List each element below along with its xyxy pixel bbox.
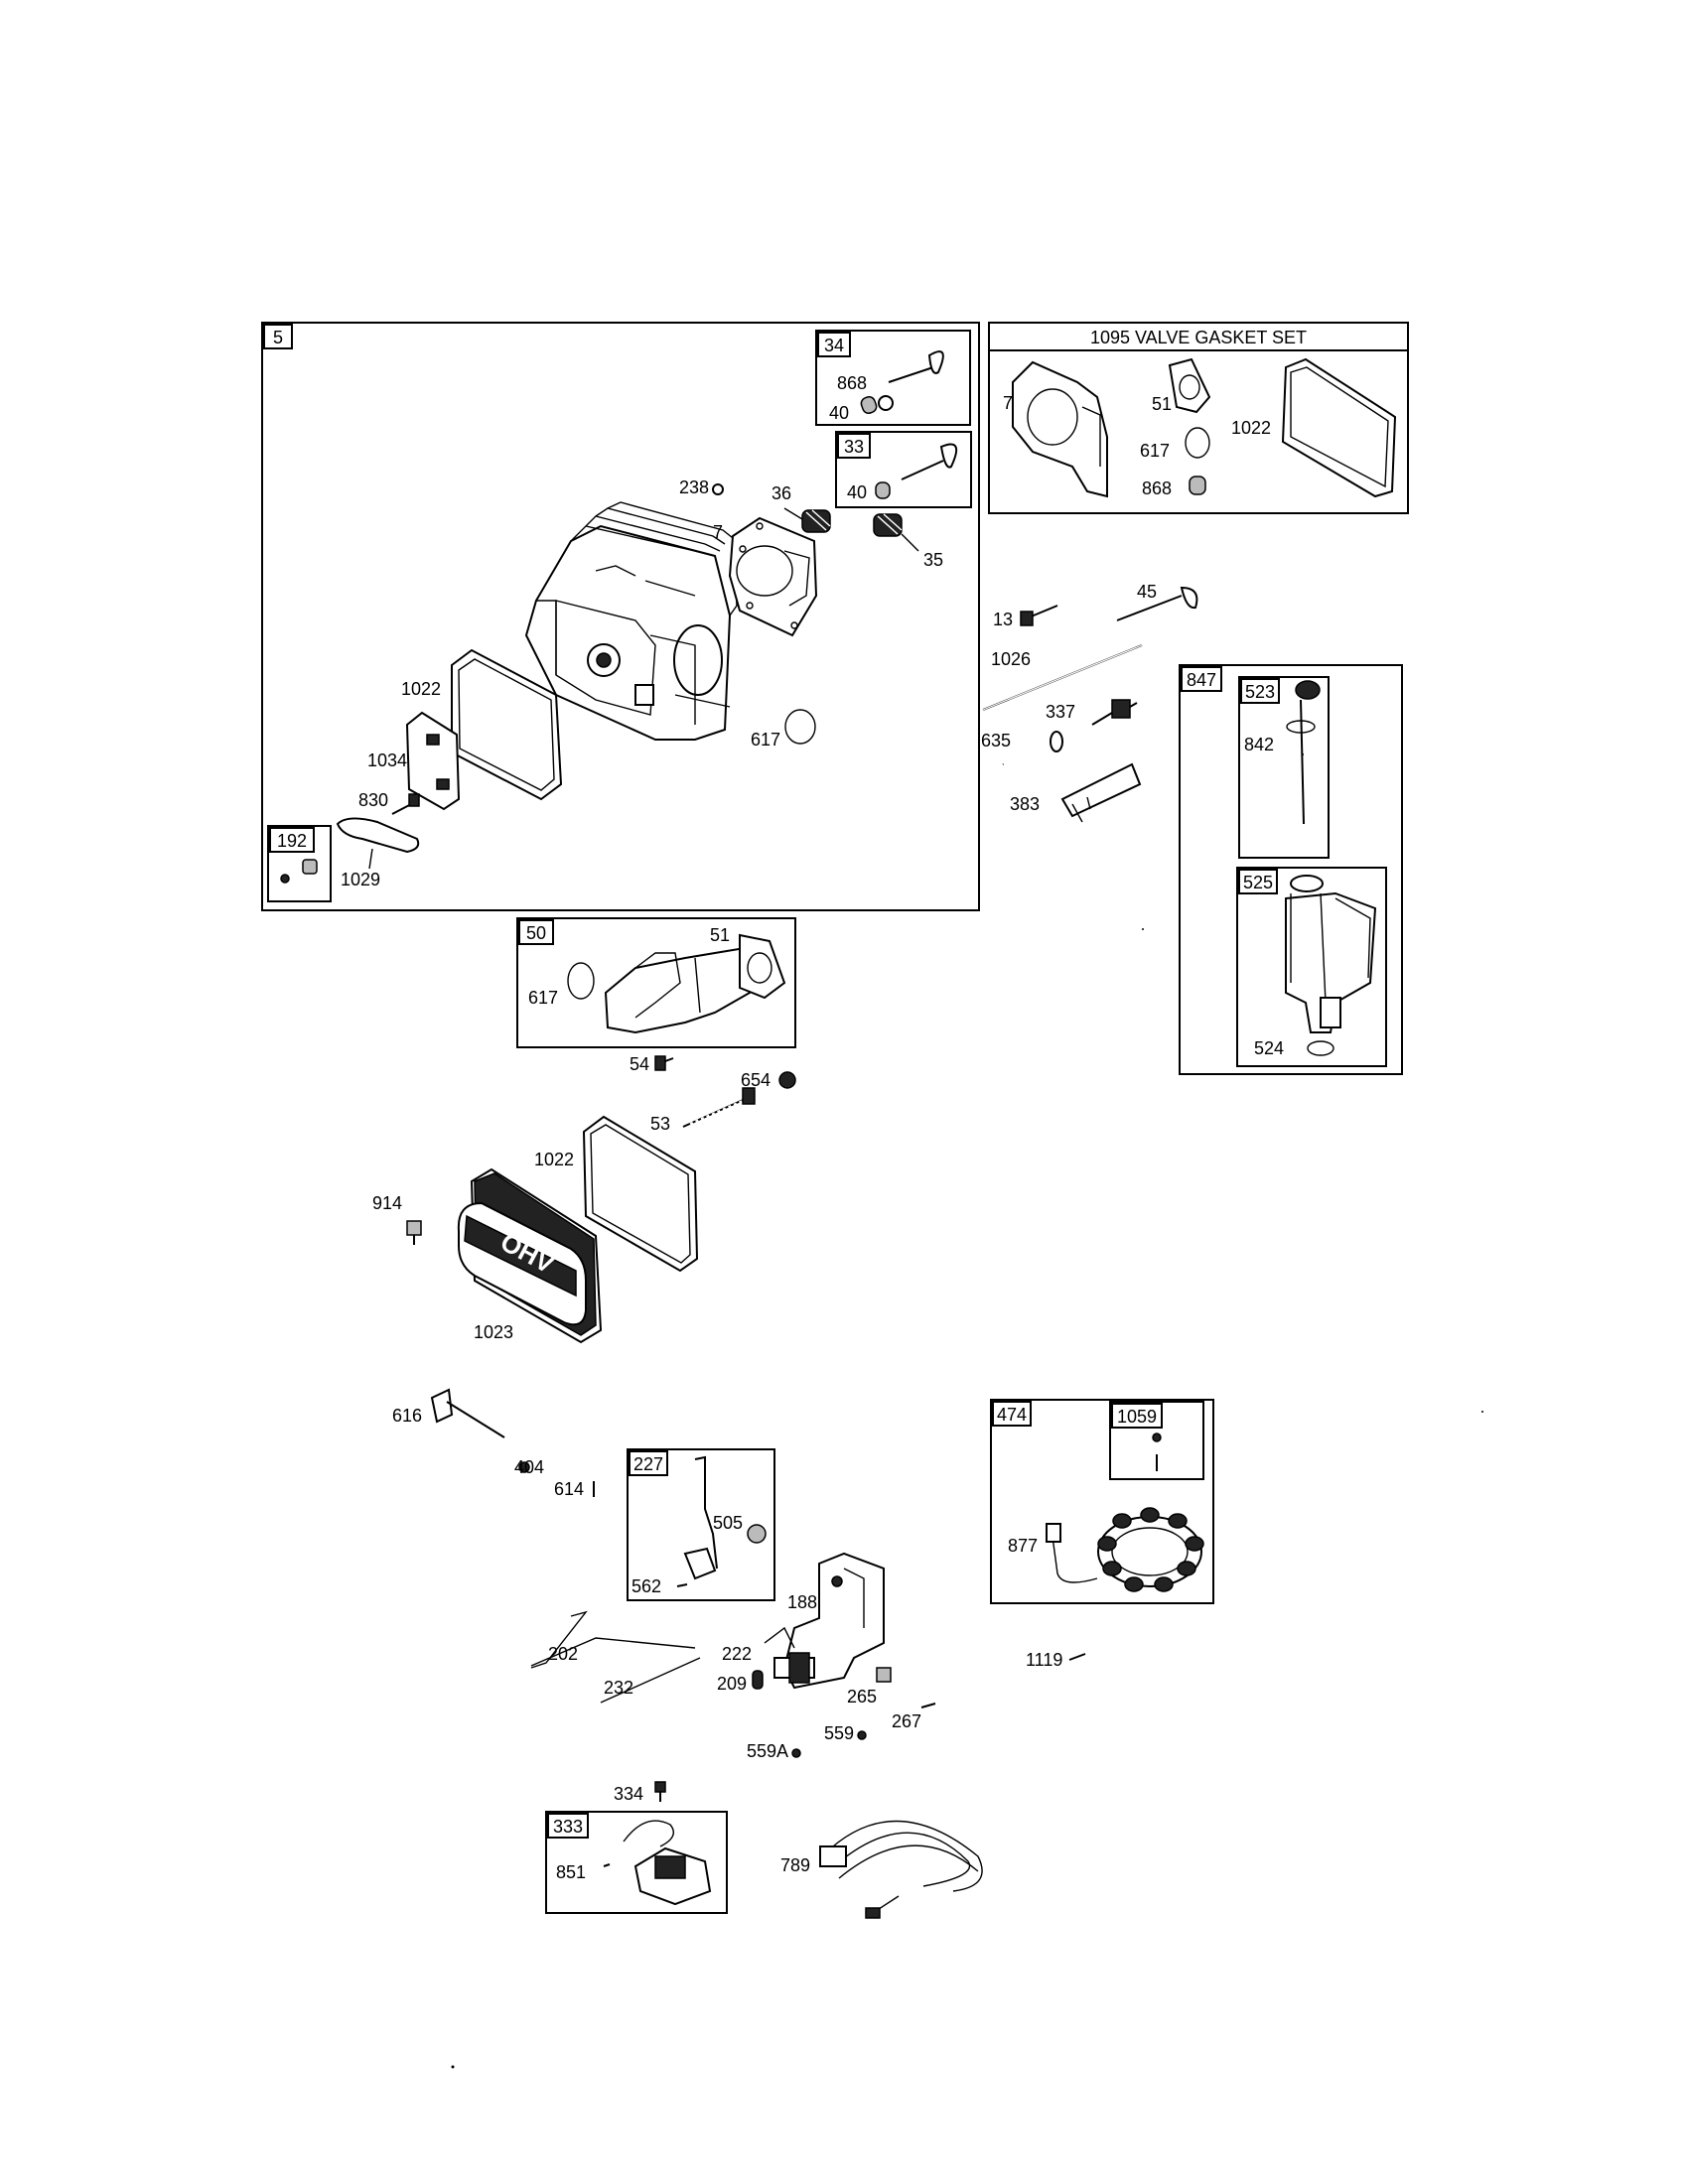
group-50-intake-manifold: 50 617 51	[516, 917, 796, 1048]
box-525-label: 525	[1243, 873, 1273, 892]
label-617-c: 617	[528, 988, 558, 1008]
box-474-label: 474	[997, 1405, 1027, 1425]
label-1022-b: 1022	[1231, 418, 1271, 438]
governor-bracket: 188 202 222 232 209 265 267 559 559A	[530, 1552, 936, 1761]
label-40: 40	[829, 403, 849, 423]
group-847-dipstick: 847 523 842 525 524	[1179, 664, 1403, 1075]
label-1022-c: 1022	[534, 1150, 574, 1169]
box-847-label: 847	[1187, 670, 1216, 690]
label-868: 868	[837, 373, 867, 393]
screw-1119: 1119	[1026, 1650, 1086, 1670]
label-617-b: 617	[1140, 441, 1170, 461]
governor-parts: 616 404 614	[392, 1388, 595, 1499]
wiring-harness-789: 789	[780, 1820, 983, 1919]
loose-parts-middle: 13 45 1026 337 635 383	[981, 582, 1198, 823]
label-562: 562	[632, 1576, 661, 1596]
label-337: 337	[1046, 702, 1075, 722]
label-7-b: 7	[1003, 393, 1013, 413]
box-1059-label: 1059	[1117, 1407, 1157, 1427]
manifold-fasteners: 54 654 53	[630, 1054, 796, 1134]
label-222: 222	[722, 1644, 752, 1664]
box-33-label: 33	[844, 437, 864, 457]
label-1026: 1026	[991, 649, 1031, 669]
label-851: 851	[556, 1862, 586, 1882]
label-188: 188	[787, 1592, 817, 1612]
label-505: 505	[713, 1513, 743, 1533]
label-51: 51	[1152, 394, 1172, 414]
group-34-exhaust-valve: 34 868 40	[815, 330, 971, 426]
label-1029: 1029	[341, 870, 380, 889]
label-36: 36	[772, 483, 791, 503]
valve-spring-36	[801, 509, 831, 533]
label-7: 7	[713, 522, 723, 542]
label-559: 559	[824, 1723, 854, 1743]
label-265: 265	[847, 1687, 877, 1706]
label-334: 334	[614, 1784, 643, 1804]
label-654: 654	[741, 1070, 771, 1090]
head-gasket	[728, 516, 818, 637]
group-5-cylinder-head: 5 34 868 40 33 40	[261, 322, 980, 911]
label-524: 524	[1254, 1038, 1284, 1058]
label-559a: 559A	[747, 1741, 788, 1761]
label-238: 238	[679, 478, 709, 497]
label-1119: 1119	[1026, 1650, 1062, 1670]
group-227-governor-lever: 227 505 562	[627, 1448, 775, 1601]
label-267: 267	[892, 1711, 921, 1731]
rocker-cover-assembly: OHV 1022 914 1023	[372, 1115, 699, 1344]
box-192-label: 192	[277, 831, 307, 851]
box-333-label: 333	[553, 1817, 583, 1837]
label-842: 842	[1244, 735, 1274, 754]
label-616: 616	[392, 1406, 422, 1426]
box-523-label: 523	[1245, 682, 1275, 702]
valve-spring-35	[873, 513, 919, 552]
label-209: 209	[717, 1674, 747, 1694]
group-474-alternator: 474 1059 877	[990, 1399, 1214, 1604]
label-53: 53	[650, 1114, 670, 1134]
box-5-label: 5	[273, 328, 283, 347]
label-789: 789	[780, 1855, 810, 1875]
box-50-label: 50	[526, 923, 546, 943]
group-33-intake-valve: 33 40	[835, 431, 972, 508]
label-877: 877	[1008, 1536, 1038, 1556]
label-635: 635	[981, 731, 1011, 751]
label-614: 614	[554, 1479, 584, 1499]
box-34-label: 34	[824, 336, 844, 355]
label-914: 914	[372, 1193, 402, 1213]
label-51-b: 51	[710, 925, 730, 945]
label-232: 232	[604, 1678, 633, 1698]
box-227-label: 227	[633, 1454, 663, 1474]
group-1095-valve-gasket-set: 1095 VALVE GASKET SET 7 51 617 1022 868	[988, 322, 1409, 514]
cylinder-head-block	[524, 501, 738, 741]
label-830: 830	[358, 790, 388, 810]
group-333-armature: 333 334 851	[545, 1781, 728, 1914]
label-1034: 1034	[367, 751, 407, 770]
label-54: 54	[630, 1054, 649, 1074]
group-192-stud: 192	[267, 825, 332, 902]
label-13: 13	[993, 610, 1013, 629]
label-35: 35	[923, 550, 943, 570]
label-1023: 1023	[474, 1322, 513, 1342]
box-1095-label: 1095 VALVE GASKET SET	[1090, 328, 1307, 347]
label-868-b: 868	[1142, 478, 1172, 498]
label-1022: 1022	[401, 679, 441, 699]
label-45: 45	[1137, 582, 1157, 602]
label-404: 404	[514, 1457, 544, 1477]
label-40-b: 40	[847, 482, 867, 502]
label-202: 202	[548, 1644, 578, 1664]
label-383: 383	[1010, 794, 1040, 814]
label-617: 617	[751, 730, 780, 750]
